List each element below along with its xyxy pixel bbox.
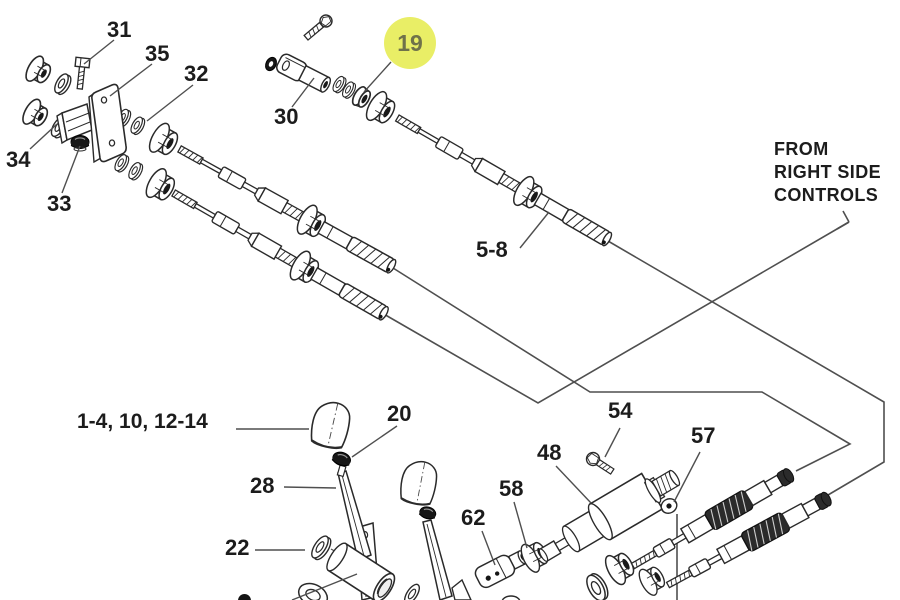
washer-22	[311, 535, 332, 561]
callout-31[interactable]: 31	[107, 17, 132, 42]
note-line-2: RIGHT SIDE	[774, 162, 882, 182]
bolt-31	[74, 56, 91, 90]
actuator-48	[538, 469, 681, 563]
partial-cutoff-callout	[238, 594, 251, 600]
mounting-bracket-35	[56, 83, 127, 164]
knob-nut-2	[417, 504, 438, 522]
partial-nut	[501, 595, 521, 600]
hardware-cluster	[586, 546, 670, 600]
callout-48[interactable]: 48	[537, 440, 562, 465]
locknut-57	[660, 498, 678, 514]
callout-20[interactable]: 20	[387, 401, 412, 426]
callout-30[interactable]: 30	[274, 104, 299, 129]
note-line-3: CONTROLS	[774, 185, 879, 205]
lever-knob-2	[397, 457, 441, 508]
control-lever-2	[422, 519, 453, 600]
leader-upper-cable-route	[392, 267, 852, 472]
callout-33[interactable]: 33	[47, 191, 72, 216]
leader-to-right-side-controls	[381, 221, 850, 404]
from-right-side-controls-note: FROM RIGHT SIDE CONTROLS	[774, 138, 881, 207]
highlighted-callout-19[interactable]: 19	[384, 17, 436, 69]
knob-nut-20	[330, 449, 353, 469]
washer-lever-2	[403, 583, 421, 600]
highlighted-callout-19-label: 19	[397, 29, 423, 56]
bracket-corner	[451, 578, 472, 600]
leader-lines-long	[381, 210, 885, 600]
callout-58[interactable]: 58	[499, 476, 524, 501]
lever-knob	[307, 397, 355, 452]
callout-54[interactable]: 54	[608, 398, 633, 423]
callout-22[interactable]: 22	[225, 535, 250, 560]
leader-arrowhead	[836, 210, 850, 230]
callout-28[interactable]: 28	[250, 473, 275, 498]
callout-34[interactable]: 34	[6, 147, 31, 172]
callout-5-8[interactable]: 5-8	[476, 237, 508, 262]
callout-1-4-10-12-14[interactable]: 1-4, 10, 12-14	[77, 410, 208, 433]
leader-5-8-cable-route	[607, 240, 885, 496]
callout-leaders	[29, 39, 701, 600]
callout-57[interactable]: 57	[691, 423, 716, 448]
callout-35[interactable]: 35	[145, 41, 170, 66]
cable-assembly-5-8	[330, 74, 618, 254]
clevis-nut	[265, 56, 277, 72]
clevis-bolt-30	[303, 14, 333, 41]
clevis-30	[275, 53, 332, 93]
pivot-tube	[326, 542, 396, 600]
note-line-1: FROM	[774, 139, 829, 159]
callout-62[interactable]: 62	[461, 505, 486, 530]
control-lever-28	[336, 464, 372, 562]
callout-32[interactable]: 32	[184, 61, 209, 86]
bolt-54	[585, 451, 615, 475]
locknut-33	[70, 134, 90, 152]
